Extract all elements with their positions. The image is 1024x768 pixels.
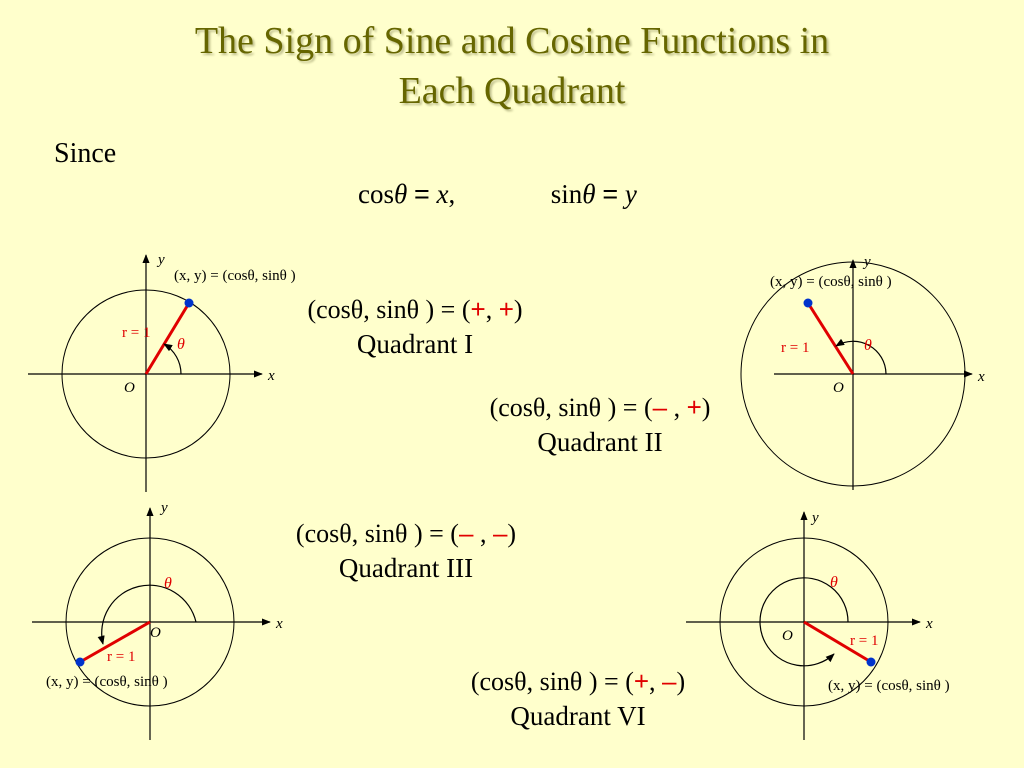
x-axis-label: x <box>275 616 283 632</box>
radius-line <box>144 302 191 375</box>
y-variable: y <box>624 179 637 209</box>
diagram-quadrant-2: y x O θ r = 1 (x, y) = (cosθ, sinθ ) <box>740 254 985 490</box>
sign-sin: + <box>686 392 702 422</box>
sign-cos: + <box>633 666 650 696</box>
radius-line <box>803 620 872 664</box>
point-marker <box>75 657 85 667</box>
comma: , <box>448 179 456 209</box>
radius-label: r = 1 <box>107 649 135 665</box>
formula-text: (cosθ, sinθ ) = ( <box>489 393 653 422</box>
quadrant-name: Quadrant I <box>356 329 474 359</box>
radius-line <box>806 302 855 375</box>
unit-circle <box>65 537 235 707</box>
formula-quadrant-2: (cosθ, sinθ ) = (– , +) Quadrant II <box>445 390 755 459</box>
diagram-quadrant-4: y x O θ r = 1 (x, y) = (cosθ, sinθ ) <box>686 510 950 740</box>
origin-label: O <box>124 380 135 396</box>
point-marker <box>803 298 813 308</box>
origin-label: O <box>833 380 844 396</box>
unit-circle <box>740 261 966 487</box>
unit-circle <box>719 537 889 707</box>
formula-text: (cosθ, sinθ ) = ( <box>470 667 634 696</box>
point-label: (x, y) = (cosθ, sinθ ) <box>174 268 296 284</box>
radius-label: r = 1 <box>122 325 150 341</box>
radius-label: r = 1 <box>781 340 809 356</box>
sign-cos: – <box>652 392 668 422</box>
y-axis-label: y <box>159 500 168 516</box>
cos-fn: cos <box>358 179 394 209</box>
theta-symbol: θ <box>394 179 408 209</box>
formula-quadrant-1: (cosθ, sinθ ) = (+, +) Quadrant I <box>260 292 570 361</box>
theta-label: θ <box>177 336 185 353</box>
radius-line <box>79 620 151 664</box>
since-text: Since <box>54 138 117 169</box>
theta-label: θ <box>830 574 838 591</box>
point-label: (x, y) = (cosθ, sinθ ) <box>828 678 950 694</box>
theta-symbol: θ <box>582 179 596 209</box>
angle-arc <box>163 343 182 375</box>
formula-quadrant-3: (cosθ, sinθ ) = (– , –) Quadrant III <box>248 516 564 585</box>
y-axis-label: y <box>862 254 871 270</box>
formula-sep: , <box>667 393 687 422</box>
diagram-quadrant-3: y x O θ r = 1 (x, y) = (cosθ, sinθ ) <box>32 500 283 740</box>
point-label: (x, y) = (cosθ, sinθ ) <box>46 674 168 690</box>
theta-label: θ <box>164 575 172 592</box>
equals-sign: = <box>414 179 430 209</box>
y-axis-label: y <box>156 252 165 268</box>
sign-sin: + <box>498 294 514 324</box>
formula-sep: , <box>485 295 499 324</box>
formula-sep: , <box>649 667 663 696</box>
formula-text: (cosθ, sinθ ) = ( <box>307 295 471 324</box>
point-marker <box>866 657 876 667</box>
formula-close: ) <box>676 667 686 696</box>
title-line-2: Each Quadrant <box>398 70 626 112</box>
unit-circle <box>61 289 231 459</box>
quadrant-name: Quadrant VI <box>510 701 646 731</box>
slide-title: The Sign of Sine and Cosine Functions in… <box>0 16 1024 116</box>
radius-label: r = 1 <box>850 633 878 649</box>
origin-label: O <box>150 625 161 641</box>
x-axis-label: x <box>925 616 933 632</box>
formula-quadrant-4: (cosθ, sinθ ) = (+, –) Quadrant VI <box>420 664 736 733</box>
formula-close: ) <box>513 295 523 324</box>
theta-label: θ <box>864 337 872 354</box>
angle-arc <box>759 577 849 667</box>
title-line-1: The Sign of Sine and Cosine Functions in <box>194 20 830 62</box>
origin-label: O <box>782 628 793 644</box>
sign-cos: + <box>470 294 486 324</box>
definitions: cosθ = x, sinθ = y <box>358 179 637 210</box>
formula-sep: , <box>473 519 493 548</box>
y-axis-label: y <box>810 510 819 526</box>
x-variable: x <box>436 179 449 209</box>
x-axis-label: x <box>977 369 985 385</box>
angle-arc <box>835 338 887 375</box>
quadrant-name: Quadrant II <box>537 427 663 457</box>
sin-fn: sin <box>550 179 583 209</box>
diagram-quadrant-1: y x O θ r = 1 (x, y) = (cosθ, sinθ ) <box>28 252 296 492</box>
sign-sin: – <box>662 666 677 696</box>
formula-close: ) <box>701 393 711 422</box>
point-marker <box>184 298 194 308</box>
angle-arc <box>97 584 197 645</box>
quadrant-name: Quadrant III <box>338 553 474 583</box>
equals-sign: = <box>602 179 619 209</box>
sign-cos: – <box>458 518 474 548</box>
x-axis-label: x <box>267 368 275 384</box>
sign-sin: – <box>492 518 508 548</box>
formula-text: (cosθ, sinθ ) = ( <box>295 519 459 548</box>
point-label: (x, y) = (cosθ, sinθ ) <box>770 274 892 290</box>
formula-close: ) <box>507 519 517 548</box>
